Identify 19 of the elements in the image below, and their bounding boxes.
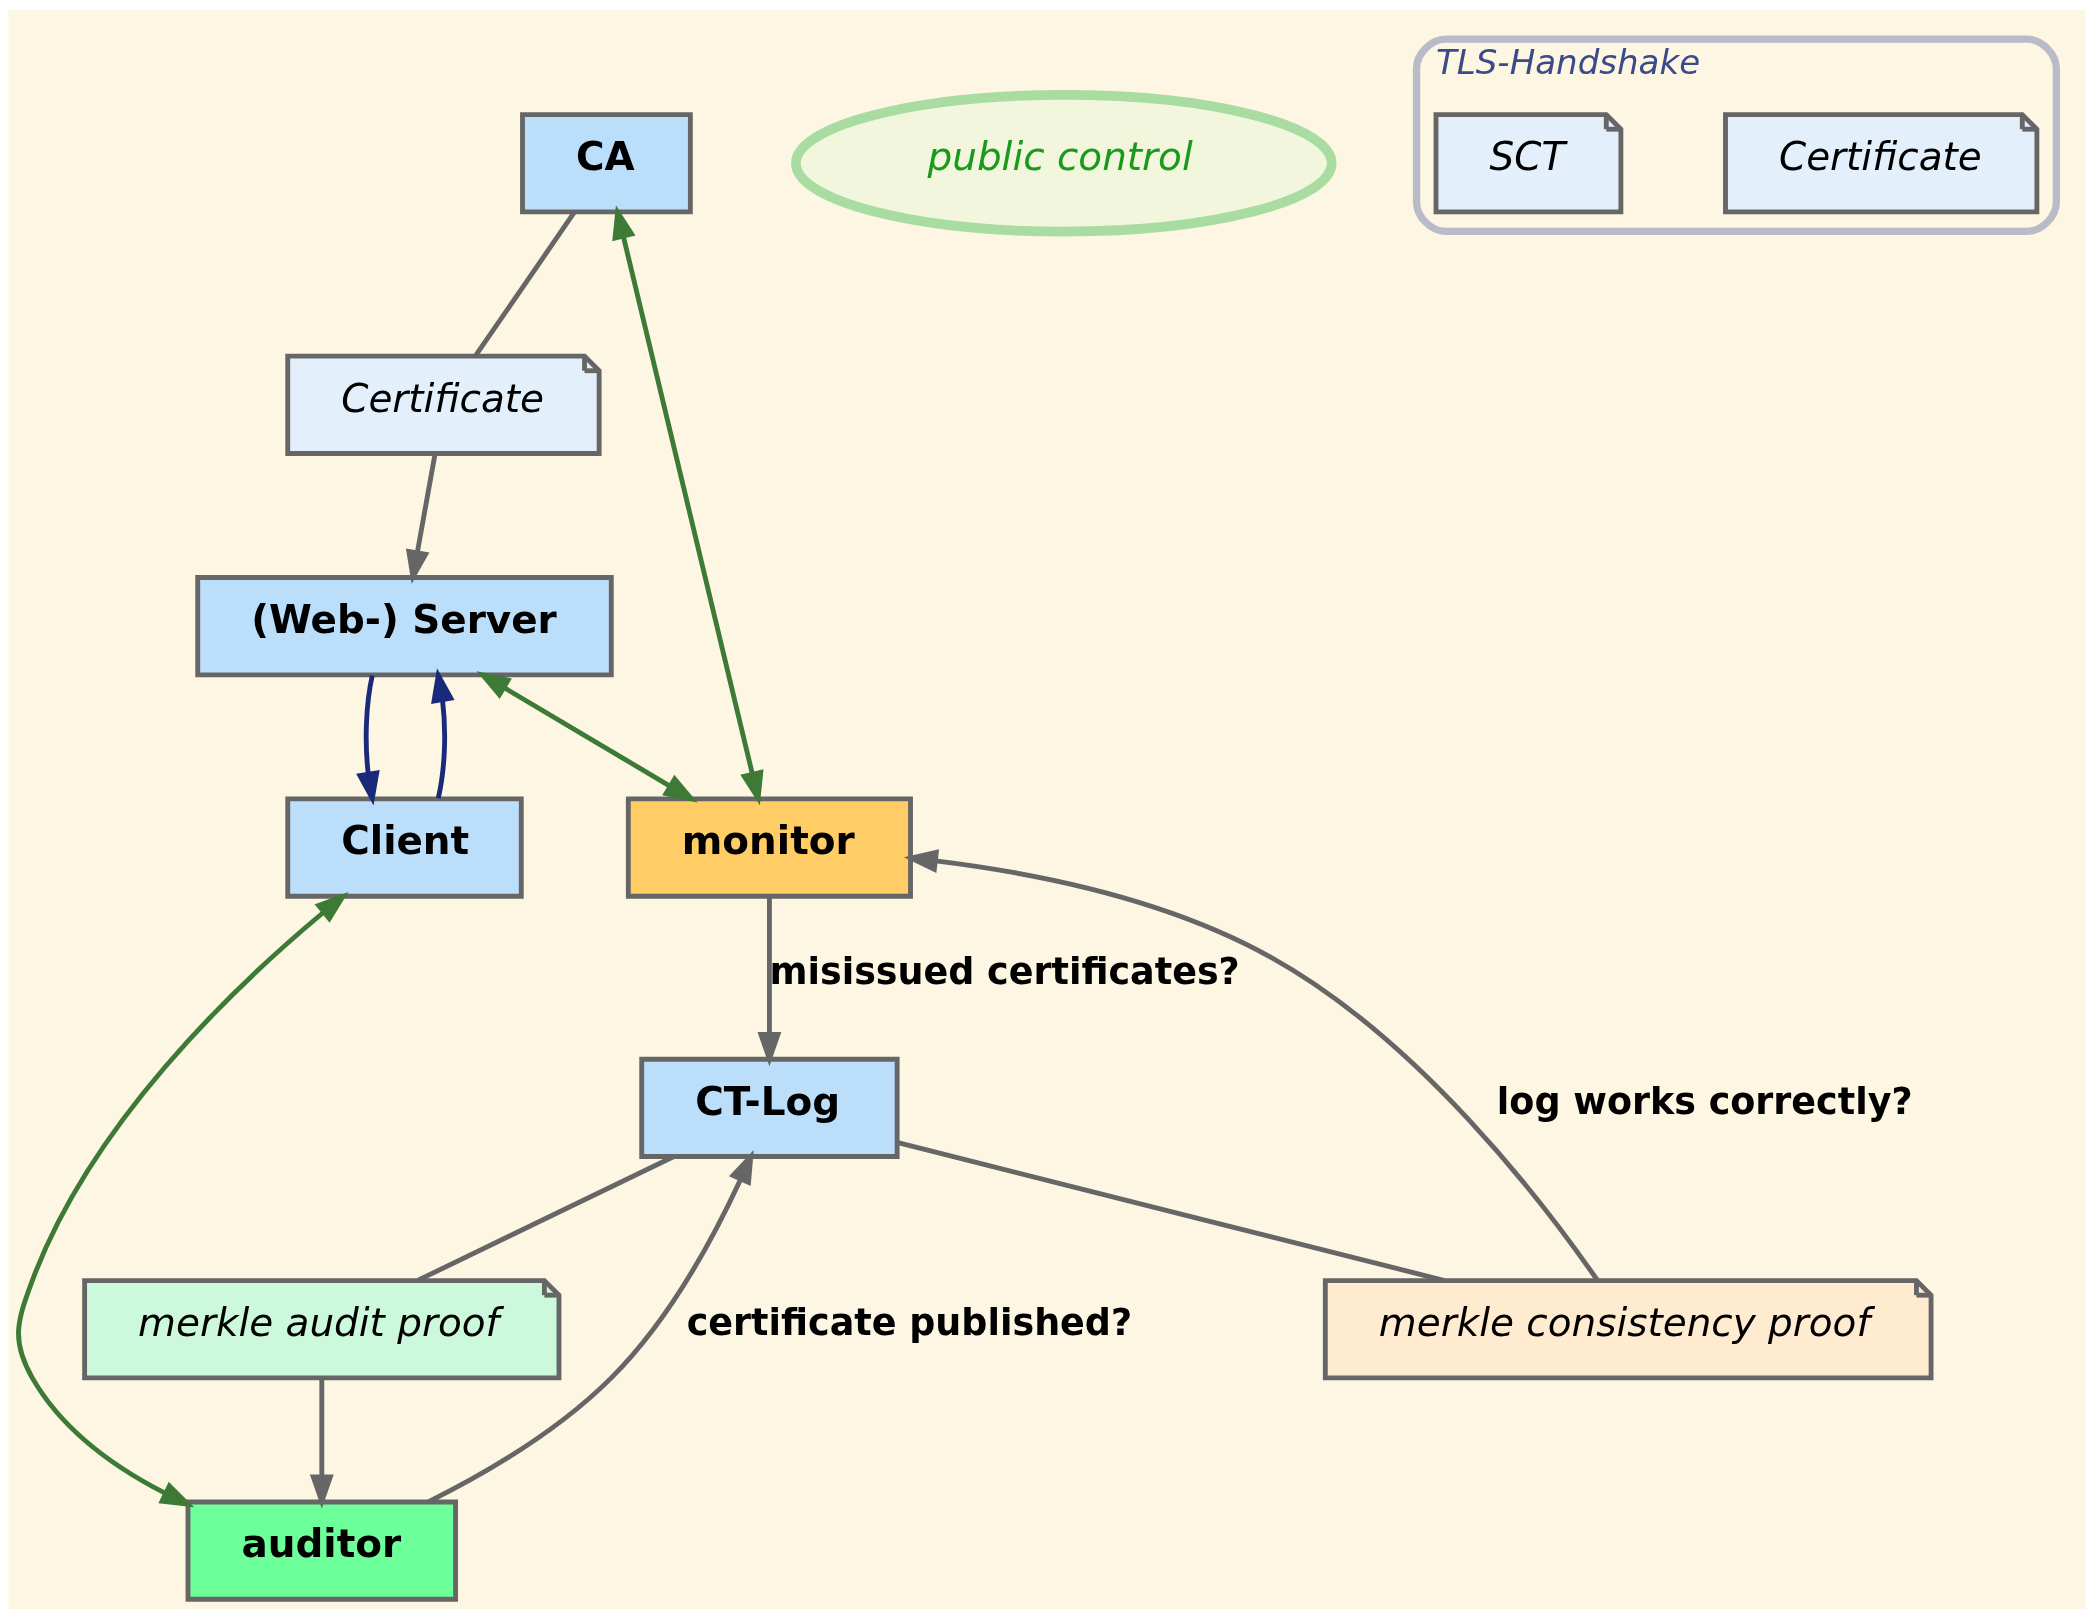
node-box: CA — [520, 112, 693, 215]
arrow — [757, 896, 782, 1067]
edge-label: misissued certificates? — [769, 949, 1240, 993]
node-box: Client — [285, 796, 524, 899]
arrow — [309, 1378, 334, 1509]
arrow — [612, 205, 764, 806]
node-ellipse: public control — [791, 90, 1337, 237]
arrow — [405, 453, 438, 585]
node-box: CT-Log — [639, 1056, 900, 1159]
node-box: monitor — [625, 796, 913, 899]
arrow — [431, 668, 455, 799]
arrow — [356, 675, 380, 806]
arrow — [903, 849, 1600, 1282]
arrow — [476, 671, 698, 803]
arrow — [16, 891, 349, 1508]
edge-label: certificate published? — [686, 1301, 1133, 1345]
edge-label: log works correctly? — [1496, 1079, 1913, 1123]
node-box: auditor — [185, 1499, 459, 1602]
node-box: (Web-) Server — [195, 575, 614, 678]
